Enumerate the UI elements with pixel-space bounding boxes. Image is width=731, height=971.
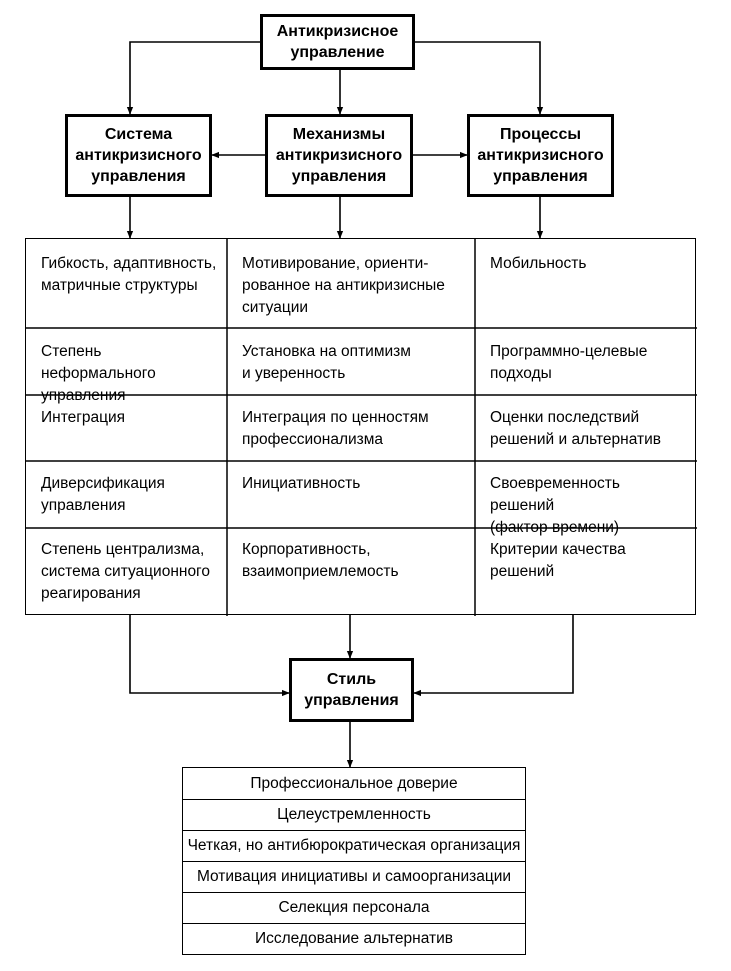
- table-cell: Диверсификация управления: [25, 463, 226, 517]
- cell-text: Степень неформального: [41, 343, 156, 382]
- cell-text: управления: [41, 387, 126, 404]
- cell-text: Критерии качества: [490, 541, 626, 558]
- table-grid-lines: [26, 239, 697, 616]
- header-processes-line2: антикризисного: [477, 147, 604, 164]
- table-cell: Мотивирование, ориенти- рованное на анти…: [226, 243, 474, 319]
- cell-text: и уверенность: [242, 365, 346, 382]
- cell-text: управления: [41, 497, 126, 514]
- table-cell: Программно-целевые подходы: [474, 331, 696, 385]
- table-cell: Своевременность решений (фактор времени): [474, 463, 696, 539]
- top-box-anticrisis-management: Антикризисное управление: [260, 14, 415, 70]
- table-cell: Степень неформального управления: [25, 331, 226, 407]
- table-cell: Степень централизма, система ситуационно…: [25, 529, 226, 605]
- cell-text: Установка на оптимизм: [242, 343, 411, 360]
- table-cell: Интеграция: [25, 397, 226, 429]
- style-box-line1: Стиль: [326, 671, 377, 688]
- header-processes-line3: управления: [493, 168, 588, 185]
- table-cell: Мобильность: [474, 243, 696, 275]
- cell-text: матричные структуры: [41, 277, 198, 294]
- arrow-top-to-system: [126, 41, 260, 115]
- header-system-line2: антикризисного: [75, 147, 202, 164]
- header-processes: Процессы антикризисного управления: [467, 114, 614, 197]
- table-cell: Оценки последствий решений и альтернатив: [474, 397, 696, 451]
- table-cell: Интеграция по ценностям профессионализма: [226, 397, 474, 451]
- table-cell: Гибкость, адаптивность, матричные структ…: [25, 243, 226, 297]
- cell-text: Интеграция по ценностям: [242, 409, 429, 426]
- header-system-line3: управления: [91, 168, 186, 185]
- factors-table: [25, 238, 697, 616]
- cell-text: Своевременность решений: [490, 475, 620, 514]
- arrow-grid-left-to-style: [129, 615, 290, 697]
- header-mechanisms-line2: антикризисного: [275, 147, 403, 164]
- cell-text: подходы: [490, 365, 552, 382]
- cell-text: Программно-целевые: [490, 343, 648, 360]
- arrow-grid-right-to-style: [413, 615, 574, 697]
- list-item: Селекция персонала: [183, 892, 525, 923]
- cell-text: (фактор времени): [490, 519, 620, 536]
- cell-text: взаимоприемлемость: [242, 563, 399, 580]
- cell-text: Интеграция: [41, 409, 126, 426]
- cell-text: Мотивирование, ориенти-: [242, 255, 429, 272]
- table-cell: Корпоративность, взаимоприемлемость: [226, 529, 474, 583]
- style-traits-list: Профессиональное доверие Целеустремленно…: [182, 767, 526, 955]
- style-box-line2: управления: [304, 692, 399, 709]
- cell-text: рованное на антикризисные: [242, 277, 445, 294]
- header-system-line1: Система: [104, 126, 173, 143]
- cell-text: реагирования: [41, 585, 141, 602]
- top-box-line1: Антикризисное: [276, 23, 399, 40]
- cell-text: решений и альтернатив: [490, 431, 661, 448]
- cell-text: Инициативность: [242, 475, 361, 492]
- cell-text: Оценки последствий: [490, 409, 640, 426]
- list-item: Четкая, но антибюрократическая организац…: [183, 830, 525, 861]
- header-mechanisms-line3: управления: [291, 168, 387, 185]
- cell-text: ситуации: [242, 299, 309, 316]
- list-item: Профессиональное доверие: [250, 774, 458, 792]
- header-system: Система антикризисного управления: [65, 114, 212, 197]
- header-mechanisms-line1: Механизмы: [292, 126, 386, 143]
- list-item: Мотивация инициативы и самоорганизации: [183, 861, 525, 892]
- list-item: Целеустремленность: [183, 799, 525, 830]
- cell-text: профессионализма: [242, 431, 384, 448]
- cell-text: Диверсификация: [41, 475, 165, 492]
- top-box-line2: управление: [290, 44, 385, 61]
- header-mechanisms: Механизмы антикризисного управления: [265, 114, 413, 197]
- cell-text: Гибкость, адаптивность,: [41, 255, 217, 272]
- cell-text: система ситуационного: [41, 563, 210, 580]
- list-item: Исследование альтернатив: [183, 923, 525, 954]
- arrow-top-to-processes: [415, 41, 544, 115]
- style-box: Стиль управления: [289, 658, 414, 722]
- table-cell: Критерии качества решений: [474, 529, 696, 583]
- table-cell: Инициативность: [226, 463, 474, 495]
- cell-text: решений: [490, 563, 555, 580]
- header-processes-line1: Процессы: [499, 126, 581, 143]
- cell-text: Мобильность: [490, 255, 587, 272]
- table-cell: Установка на оптимизм и уверенность: [226, 331, 474, 385]
- cell-text: Степень централизма,: [41, 541, 205, 558]
- cell-text: Корпоративность,: [242, 541, 371, 558]
